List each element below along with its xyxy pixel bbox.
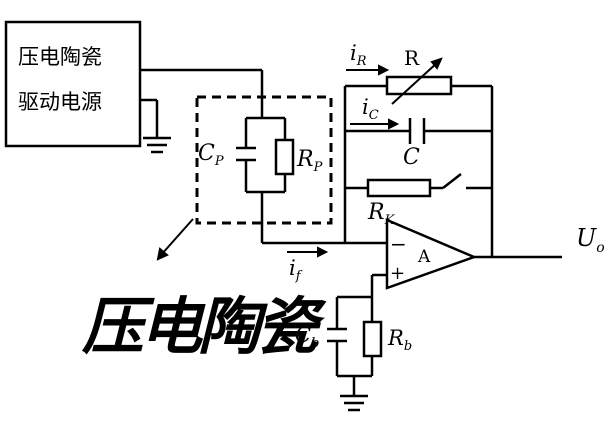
rk-resistor — [366, 178, 432, 198]
source-box — [4, 20, 142, 148]
r-label: R — [404, 46, 420, 70]
cb-label: Cb — [295, 323, 319, 351]
if-label: if — [289, 256, 303, 284]
rb-resistor — [362, 320, 383, 358]
rb-label: Rb — [387, 326, 412, 354]
opamp-plus: + — [390, 263, 405, 284]
opamp-label: A — [417, 247, 431, 267]
opamp-triangle — [385, 218, 478, 290]
opamp-minus: − — [390, 232, 407, 256]
iC-label: iC — [362, 95, 379, 123]
handwritten-note: 压电陶瓷 — [81, 290, 327, 363]
c-label: C — [403, 145, 420, 170]
source-label-line2: 驱动电源 — [18, 90, 102, 114]
rp-label: RP — [296, 147, 323, 175]
rp-resistor — [274, 138, 295, 176]
uo-label: Uo — [576, 224, 605, 256]
pointer-arrow — [160, 218, 194, 256]
rk-label: RK — [367, 200, 396, 228]
switch-blade — [442, 173, 462, 189]
source-label-line1: 压电陶瓷 — [18, 45, 102, 69]
iR-label: iR — [350, 41, 367, 69]
piezo-dashed-box — [195, 95, 333, 225]
cp-label: CP — [198, 141, 224, 169]
